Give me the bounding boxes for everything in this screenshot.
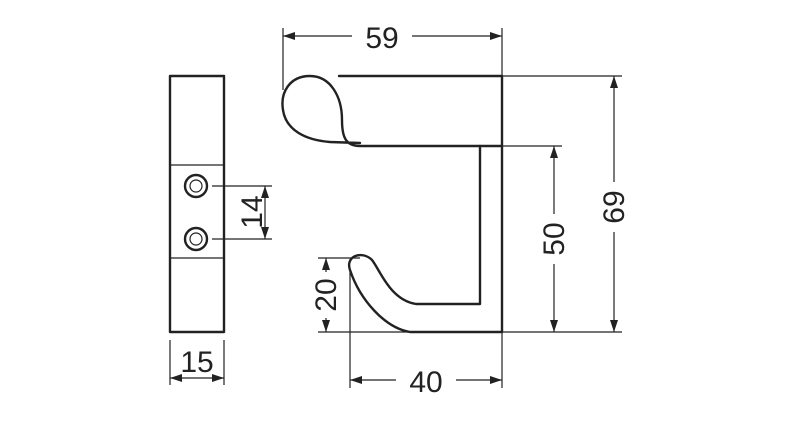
base-depth-dimension: 15 <box>169 340 225 385</box>
base-plate-outline <box>168 74 226 334</box>
screw-hole-bottom <box>183 226 209 252</box>
overall-height-dimension: 69 <box>339 75 631 333</box>
screw-hole-top <box>183 173 209 199</box>
side-view: 14 15 <box>168 74 272 385</box>
hook-height-dimension: 50 <box>502 145 571 332</box>
overall-width-dimension: 59 <box>282 18 503 90</box>
overall-width-label: 59 <box>365 22 398 55</box>
lower-hook-width-dimension: 40 <box>349 270 503 399</box>
lower-hook-width-label: 40 <box>409 366 442 399</box>
base-depth-label: 15 <box>180 346 213 379</box>
lower-hook-height-dimension: 20 <box>310 257 410 333</box>
front-view: 59 69 50 20 <box>281 18 631 399</box>
hook-height-label: 50 <box>538 222 571 255</box>
overall-height-label: 69 <box>598 190 631 223</box>
hole-spacing-label: 14 <box>236 195 269 228</box>
lower-hook-height-label: 20 <box>310 278 343 311</box>
hole-spacing-dimension: 14 <box>212 185 272 240</box>
